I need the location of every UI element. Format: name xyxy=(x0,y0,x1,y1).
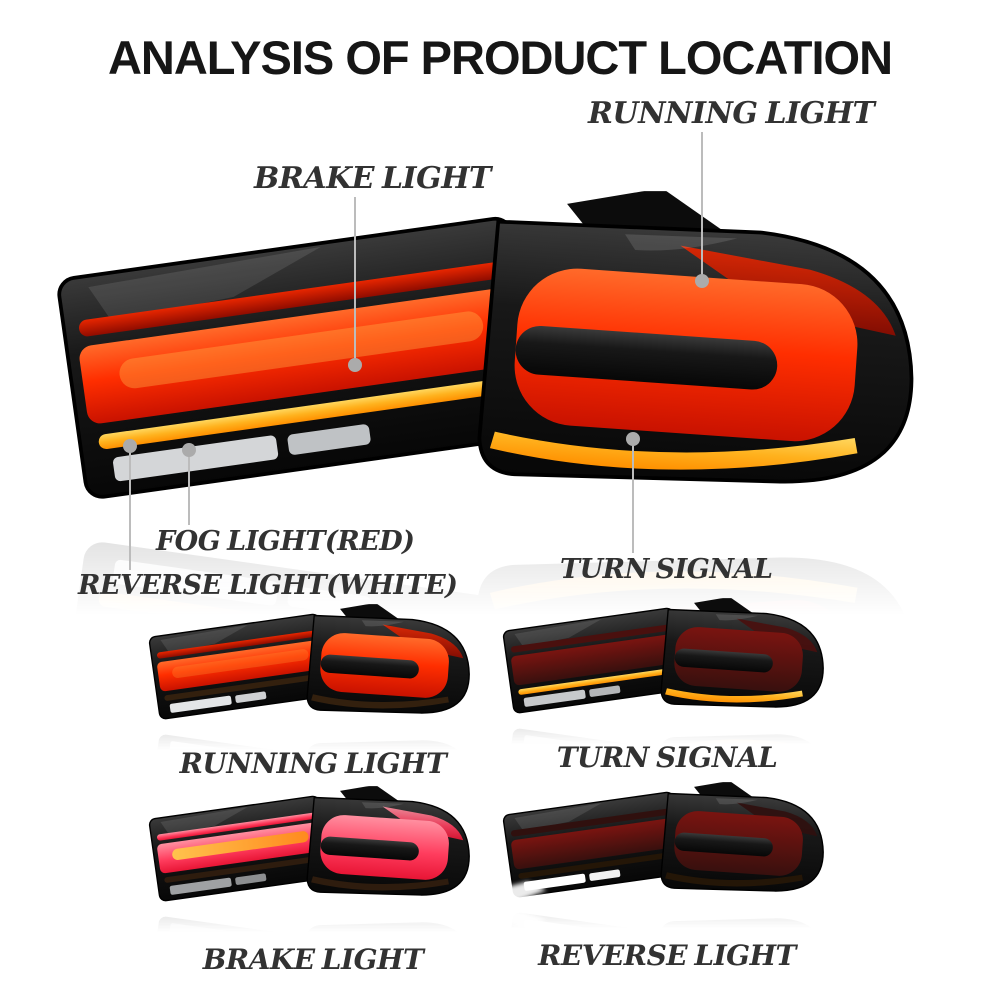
turn-signal-reflection xyxy=(502,721,832,749)
callout-label-turn-signal: TURN SIGNAL xyxy=(560,554,773,585)
callout-label-fog-light: FOG LIGHT(RED) xyxy=(156,526,415,557)
leader-dot-reverse-light xyxy=(123,439,137,453)
callout-label-brake-light: BRAKE LIGHT xyxy=(254,161,491,196)
leader-line-reverse-light xyxy=(129,452,131,570)
reverse-light-image xyxy=(502,782,832,905)
mode-label-brake-light: BRAKE LIGHT xyxy=(202,943,424,976)
tail-light-pair-illustration xyxy=(55,190,935,520)
main-product-image xyxy=(55,190,935,520)
mode-figure-reverse-light: REVERSE LIGHT xyxy=(502,782,832,972)
running-light-reflection xyxy=(148,727,478,755)
turn-signal-image xyxy=(502,598,832,721)
running-light-image xyxy=(148,604,478,727)
reverse-light-reflection xyxy=(502,905,832,933)
leader-line-brake-light xyxy=(354,197,356,359)
leader-dot-running-light xyxy=(695,274,709,288)
leader-line-turn-signal xyxy=(632,445,634,553)
mode-figure-brake-light: BRAKE LIGHT xyxy=(148,786,478,976)
leader-dot-fog-light xyxy=(182,443,196,457)
mode-figure-turn-signal: TURN SIGNAL xyxy=(502,598,832,774)
mode-figure-running-light: RUNNING LIGHT xyxy=(148,604,478,780)
leader-dot-brake-light xyxy=(348,358,362,372)
leader-line-fog-light xyxy=(188,455,190,525)
leader-line-running-light xyxy=(701,132,703,275)
leader-dot-turn-signal xyxy=(626,432,640,446)
brake-light-image xyxy=(148,786,478,909)
brake-light-reflection xyxy=(148,909,478,937)
page-title: ANALYSIS OF PRODUCT LOCATION xyxy=(107,31,893,84)
callout-label-reverse-light: REVERSE LIGHT(WHITE) xyxy=(78,570,458,601)
callout-label-running-light: RUNNING LIGHT xyxy=(588,96,875,131)
mode-label-reverse-light: REVERSE LIGHT xyxy=(538,939,796,972)
